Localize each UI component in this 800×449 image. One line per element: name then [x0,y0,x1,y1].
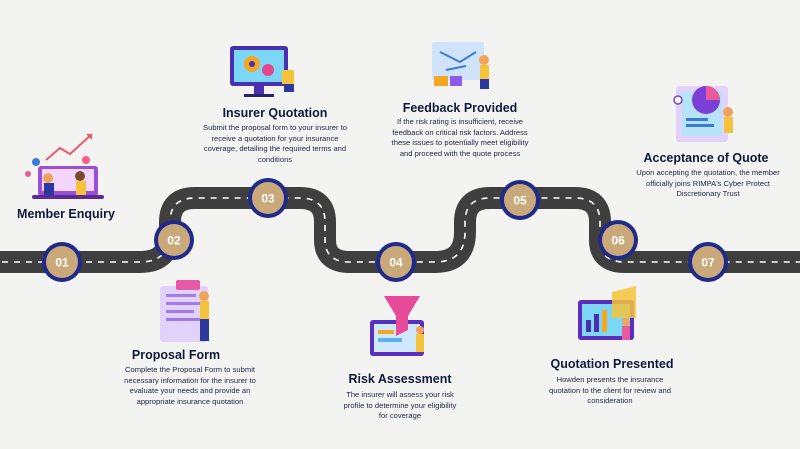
monitor-gears-icon [230,46,294,97]
step-7-title: Acceptance of Quote [643,151,769,165]
step-1-badge-fill [46,246,78,278]
step-7-number: 07 [701,256,715,270]
step-3-number: 03 [261,192,275,206]
step-6-title: Quotation Presented [550,357,674,371]
step-2-badge: 02 [154,220,194,260]
step-5-badge-fill [504,184,536,216]
step-6-description: Howden presents the insurance quotation … [549,375,671,406]
step-6-badge: 06 [598,220,638,260]
step-1-badge: 01 [42,242,82,282]
step-1-title: Member Enquiry [17,207,115,221]
step-7-badge-fill [692,246,724,278]
step-3-title: Insurer Quotation [222,106,328,120]
funnel-analysis-icon [370,296,424,356]
road-center-line [0,197,800,263]
step-1-number: 01 [55,256,69,270]
step-3-description: Submit the proposal form to your insurer… [203,123,347,164]
dashboard-charts-icon [578,286,636,340]
step-4-badge: 04 [376,242,416,282]
step-4-badge-fill [380,246,412,278]
step-4-number: 04 [389,256,403,270]
step-2-title: Proposal Form [131,348,221,362]
step-5-description: If the risk rating is insufficient, rece… [391,117,529,158]
step-7-badge: 07 [688,242,728,282]
step-4-title: Risk Assessment [348,372,452,386]
person-filling-form-icon [160,280,209,342]
step-7-description: Upon accepting the quotation, the member… [636,168,780,199]
people-handshake-laptop-icon [25,133,104,199]
step-6-badge-fill [602,224,634,256]
step-6-number: 06 [611,234,625,248]
step-5-title: Feedback Provided [402,101,518,115]
step-5-badge: 05 [500,180,540,220]
step-4-description: The insurer will assess your risk profil… [343,390,457,421]
step-2-description: Complete the Proposal Form to submit nec… [124,365,256,406]
tablet-pie-chart-icon [673,86,733,142]
step-2-badge-fill [158,224,190,256]
step-5-number: 05 [513,194,527,208]
step-3-badge-fill [252,182,284,214]
step-2-number: 02 [167,234,181,248]
step-3-badge: 03 [248,178,288,218]
map-feedback-icon [432,42,489,89]
